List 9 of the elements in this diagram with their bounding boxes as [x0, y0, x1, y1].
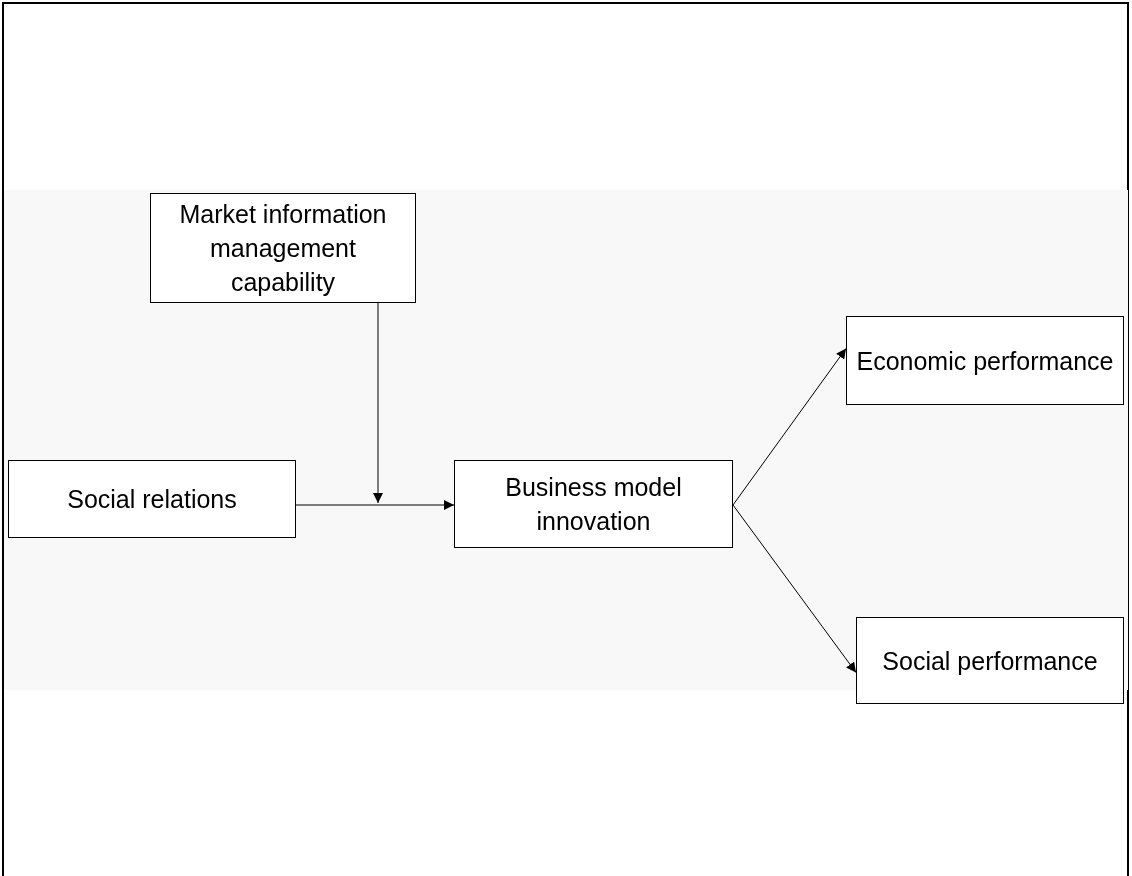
variable-box: Business model innovation	[454, 460, 733, 548]
variable-box: Social performance	[856, 617, 1124, 704]
variable-box: Market information management capability	[150, 193, 416, 303]
variable-box: Social relations	[8, 460, 296, 538]
arrow	[732, 348, 847, 506]
arrow	[732, 504, 857, 673]
variable-box: Economic performance	[846, 316, 1124, 405]
arrow	[295, 500, 455, 510]
arrow	[373, 302, 383, 504]
